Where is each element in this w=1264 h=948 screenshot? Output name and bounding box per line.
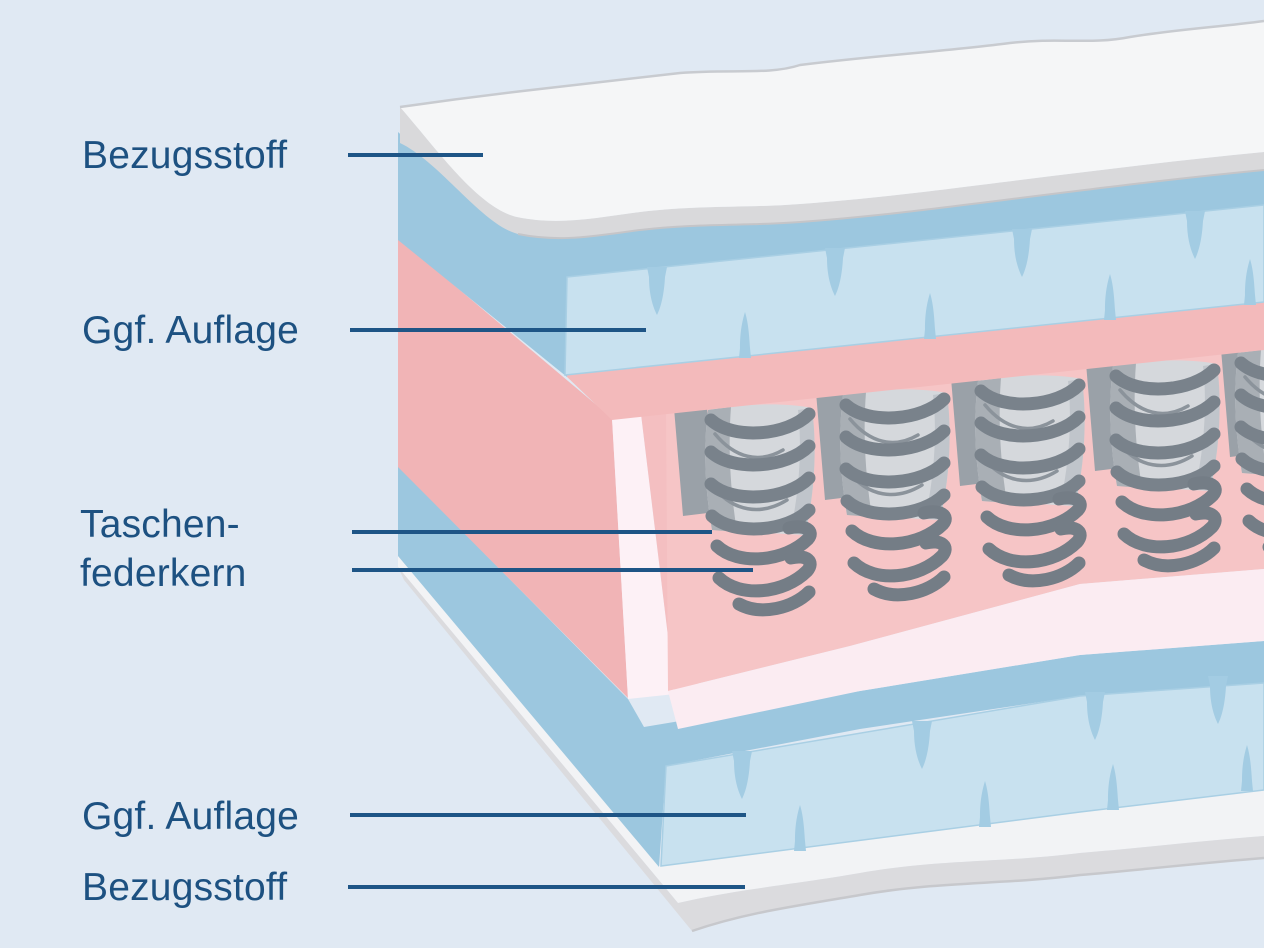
bottom-cover-outline xyxy=(691,856,1264,933)
top-cover-gray-outline xyxy=(517,169,1264,240)
label-bezugsstoff-bottom: Bezugsstoff xyxy=(82,866,288,909)
top-cover-white-face xyxy=(400,21,1264,221)
label-taschenfederkern-line2: federkern xyxy=(80,552,247,595)
core-wall-cut-edge xyxy=(612,414,675,699)
label-auflage-bottom: Ggf. Auflage xyxy=(82,795,300,838)
top-cover-gray-edge xyxy=(400,107,1264,239)
spring-core-box xyxy=(398,238,1264,729)
core-left-wall-pink xyxy=(398,238,628,698)
bottom-topper-layer xyxy=(398,466,1264,867)
leader-lines xyxy=(348,153,753,889)
bottom-topper-blue xyxy=(398,466,1264,867)
top-cover-back-outline xyxy=(399,19,1264,109)
label-bezugsstoff-top: Bezugsstoff xyxy=(82,134,288,177)
bottom-topper-quilted-face xyxy=(660,682,1264,867)
top-cover-layer xyxy=(399,19,1264,240)
core-top-band-pink xyxy=(565,302,1264,420)
label-auflage-top: Ggf. Auflage xyxy=(82,309,300,352)
label-taschenfederkern-line1: Taschen- xyxy=(80,503,240,546)
core-floor-cut-edge xyxy=(668,569,1264,729)
